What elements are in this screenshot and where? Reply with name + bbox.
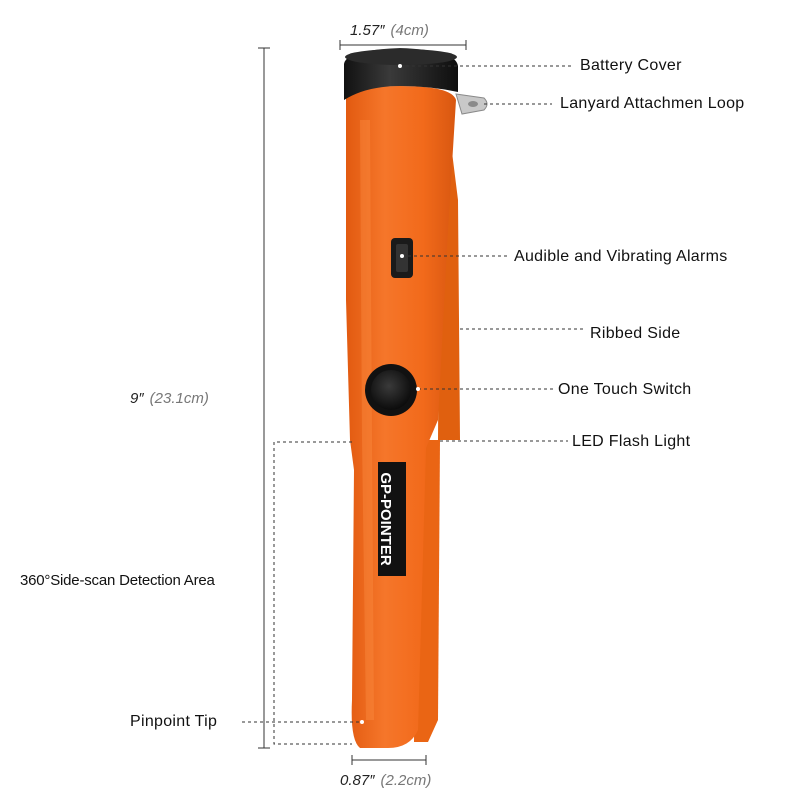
power-button-icon [365, 364, 417, 416]
alarms-label: Audible and Vibrating Alarms [514, 248, 728, 265]
top-width-dimension [339, 40, 467, 50]
top-width-label: 1.57″ (4cm) [350, 22, 429, 39]
battery-cover-label: Battery Cover [580, 57, 682, 74]
lanyard-loop-icon [455, 93, 488, 115]
length-inches: 9″ [130, 390, 144, 407]
top-width-cm: (4cm) [390, 22, 429, 39]
length-cm: (23.1cm) [149, 390, 209, 407]
brand-text: GP-POINTER [377, 472, 394, 566]
brand-label: GP-POINTER [377, 462, 406, 576]
switch-label: One Touch Switch [558, 381, 692, 398]
length-label: 9″ (23.1cm) [130, 390, 209, 407]
detection-area-bracket [273, 441, 352, 745]
tip-width-label: 0.87″ (2.2cm) [340, 772, 431, 789]
detection-area-label: 360°Side-scan Detection Area [20, 572, 215, 589]
tip-cm: (2.2cm) [380, 772, 432, 789]
top-width-inches: 1.57″ [350, 22, 385, 39]
battery-cap-icon [344, 48, 458, 100]
length-dimension [258, 47, 270, 749]
tip-inches: 0.87″ [340, 772, 375, 789]
leader-lines [242, 65, 586, 723]
ribbed-side-label: Ribbed Side [590, 325, 681, 342]
pinpoint-tip-label: Pinpoint Tip [130, 713, 218, 730]
lanyard-loop-label: Lanyard Attachmen Loop [560, 95, 745, 112]
body-highlight [360, 120, 374, 720]
led-label: LED Flash Light [572, 433, 691, 450]
device-body [346, 86, 456, 748]
leader-dots [360, 64, 420, 724]
tip-dimension [351, 755, 427, 765]
